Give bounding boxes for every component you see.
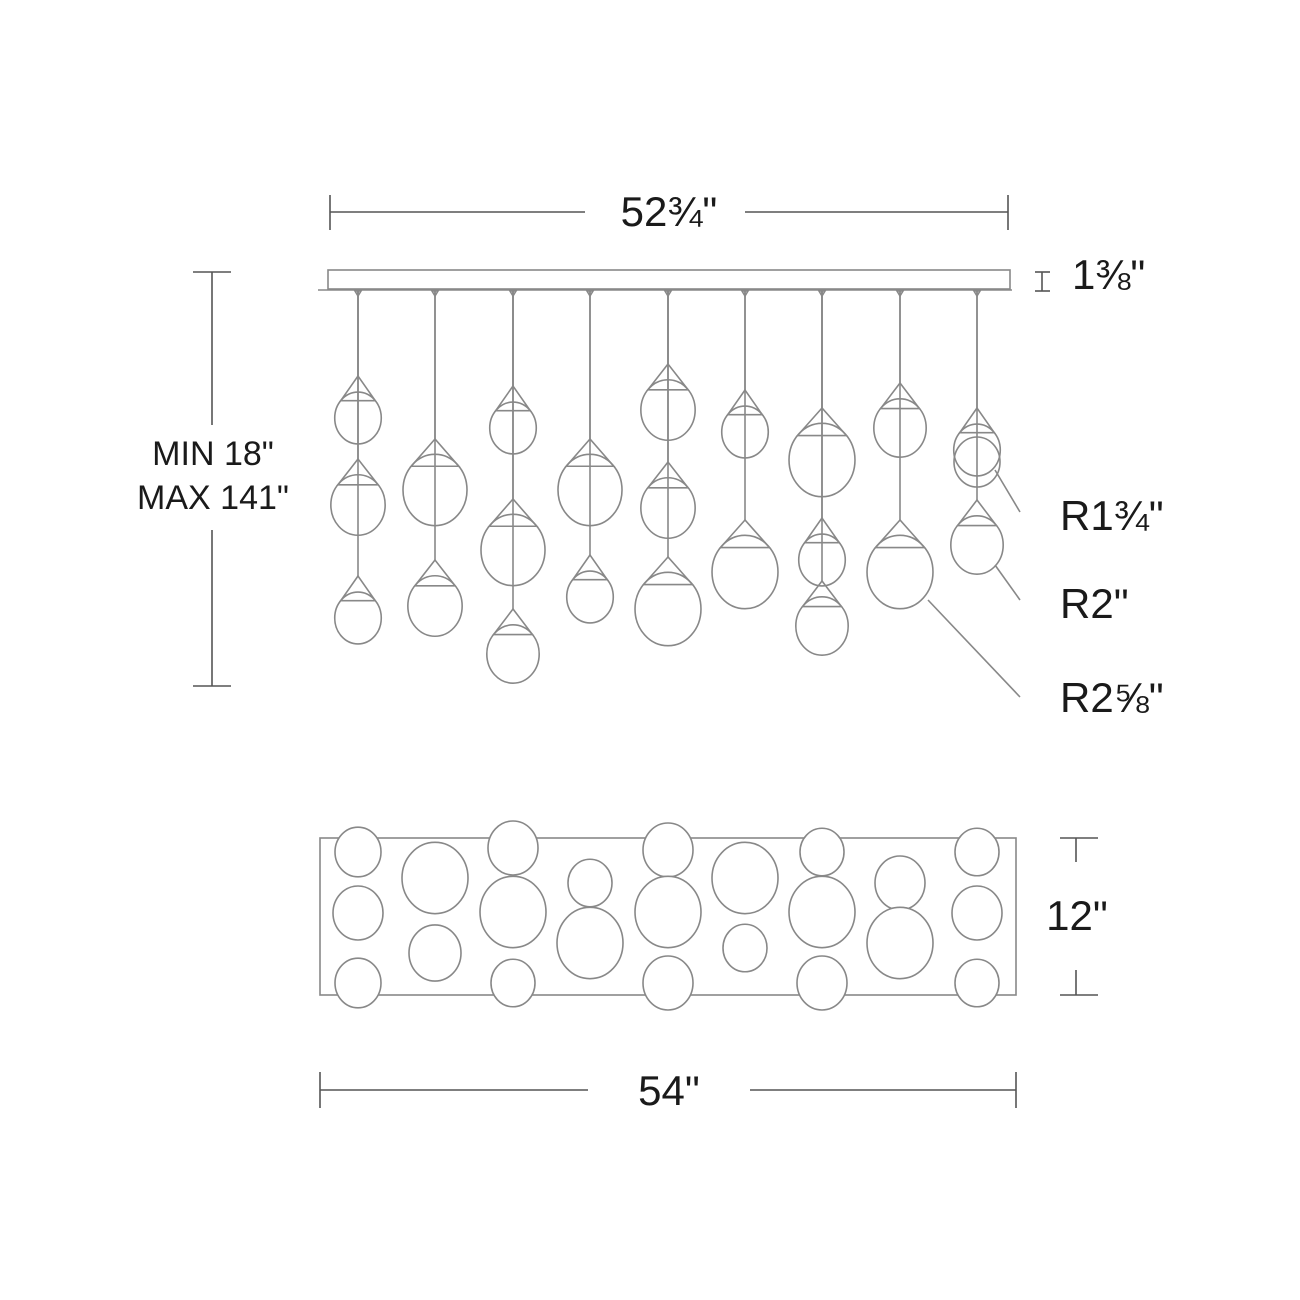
top-view-globe [711, 841, 779, 915]
top-view-globe [874, 855, 926, 911]
globe-cap [718, 518, 772, 549]
cord-mount [353, 290, 363, 298]
globe-cap [571, 553, 609, 581]
pendant-globe [866, 291, 934, 610]
top-view-globe [722, 923, 768, 973]
top-view-globe [954, 958, 1000, 1008]
top-view-globe [334, 826, 382, 878]
cord-mount [740, 290, 750, 298]
pendant-globe [565, 291, 615, 624]
globe-cap [955, 498, 999, 527]
depth-dimension [1060, 837, 1098, 996]
globe-cap [491, 607, 535, 636]
globe-shade [795, 596, 849, 656]
top-view-globe [954, 827, 1000, 877]
top-view-globe [487, 820, 539, 876]
globe-shade [333, 591, 383, 645]
top-view-globes [332, 820, 1003, 1011]
cord-mount [585, 290, 595, 298]
pendant-globe [486, 291, 540, 684]
top-view-globe [401, 841, 469, 915]
cord-mount [663, 290, 673, 298]
top-view-globe [490, 958, 536, 1008]
canopy-height-dimension [1035, 271, 1050, 292]
top-view-globe [642, 955, 694, 1011]
top-view-globe [332, 885, 384, 941]
top-view-globe [799, 827, 845, 877]
top-view-globe [556, 906, 624, 980]
top-view-globe [479, 875, 547, 949]
globe-shade [634, 571, 702, 647]
pendant-globe [333, 291, 383, 645]
pendant-globe [634, 291, 702, 647]
top-view-globe [788, 875, 856, 949]
height-dimension [193, 271, 231, 687]
pendant-globe [950, 291, 1004, 575]
radius-label-large: R2⅝" [1060, 674, 1164, 721]
globe-shade [407, 574, 463, 638]
overall-width-label: 52¾" [620, 188, 718, 235]
top-view-globe [796, 955, 848, 1011]
top-view [319, 820, 1017, 1011]
width-dimension-top [329, 195, 1009, 230]
cord-mount [972, 290, 982, 298]
top-view-globe [334, 957, 382, 1009]
globe-cap [339, 574, 377, 602]
cord-mount [895, 290, 905, 298]
canopy [318, 269, 1012, 291]
top-view-globe [567, 858, 613, 908]
pendants [330, 290, 1004, 684]
top-view-globe [866, 906, 934, 980]
min-height-label: MIN 18" [152, 435, 274, 473]
radius-label-small: R1¾" [1060, 492, 1164, 539]
cord-mount [508, 290, 518, 298]
pendant-globe [711, 291, 779, 610]
globe-cap [873, 518, 927, 549]
top-view-globe [642, 822, 694, 878]
depth-label: 12" [1046, 892, 1108, 939]
top-view-globe [951, 885, 1003, 941]
globe-shade [565, 570, 615, 624]
globe-cap [413, 558, 457, 587]
width-dimension-bottom [319, 1072, 1017, 1108]
globe-cap [641, 555, 695, 586]
max-height-label: MAX 141" [137, 479, 289, 517]
globe-shade [486, 624, 540, 684]
cord-mount [817, 290, 827, 298]
top-view-globe [634, 875, 702, 949]
bottom-width-label: 54" [638, 1067, 700, 1114]
globe-cap [800, 579, 844, 608]
globe-shade [866, 534, 934, 610]
top-view-globe [408, 924, 462, 982]
pendant-globe [407, 291, 463, 638]
globe-shade [711, 534, 779, 610]
radius-leaders [927, 469, 1021, 698]
cord-mount [430, 290, 440, 298]
pendant-globe [795, 291, 849, 656]
globe-shade [950, 515, 1004, 575]
globe-shade-behind [953, 436, 1001, 488]
radius-label-medium: R2" [1060, 580, 1129, 627]
canopy-height-label: 1⅜" [1072, 251, 1146, 298]
